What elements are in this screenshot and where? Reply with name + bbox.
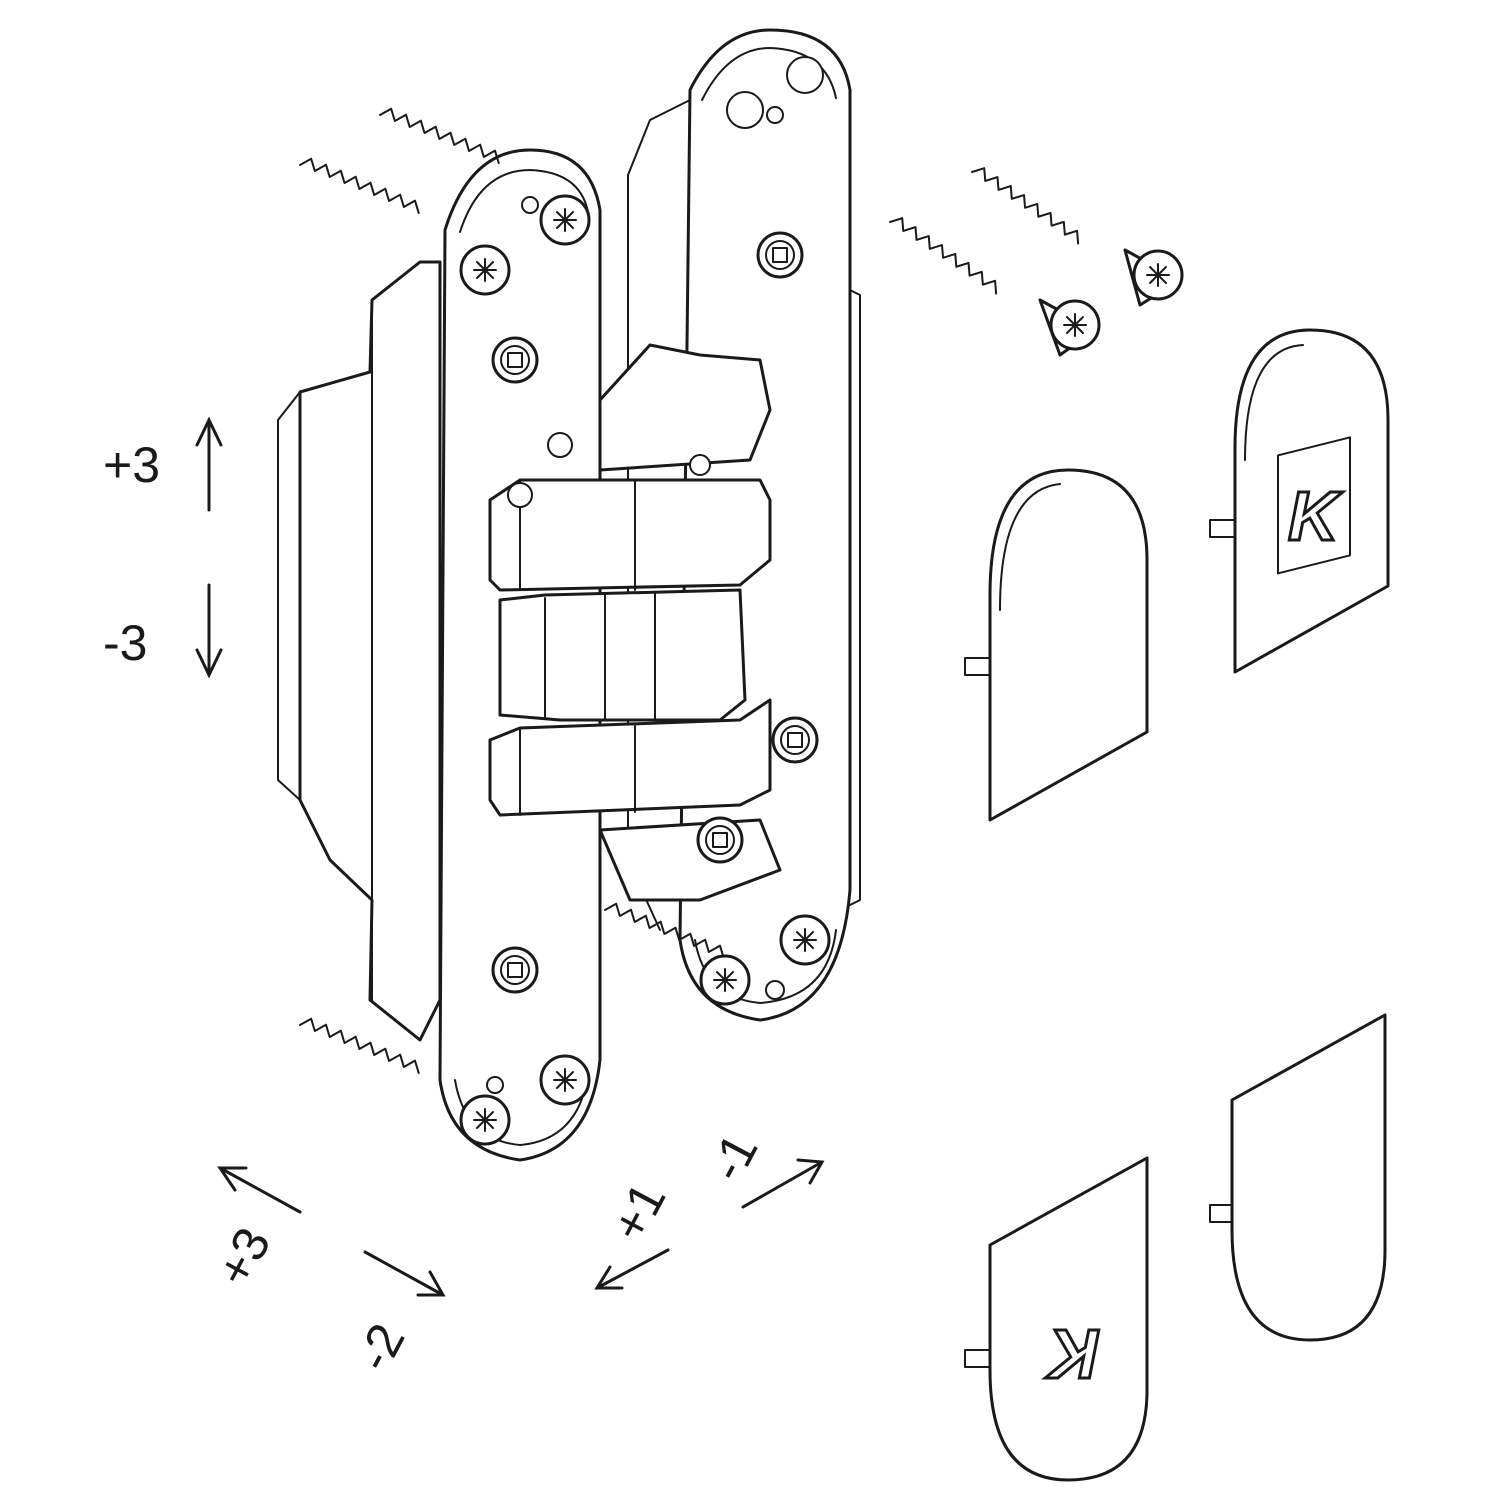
vertical-plus-label: +3 xyxy=(103,437,160,493)
cover-cap-top-plain xyxy=(964,468,1149,822)
arrow-diagonal-icon xyxy=(217,1166,302,1214)
cover-cap-top-logo: K xyxy=(1209,328,1390,674)
depth-plus-label: +3 xyxy=(205,1219,281,1296)
hex-adjust-bolt-icon xyxy=(491,336,539,384)
arrow-down-icon xyxy=(195,583,223,679)
arrow-diagonal-icon xyxy=(363,1250,446,1297)
hinge-upper-arm xyxy=(488,478,772,592)
hex-adjust-bolt-icon xyxy=(491,946,539,994)
hinge-left-housing xyxy=(298,260,442,1042)
hex-adjust-bolt-icon xyxy=(756,231,804,279)
hex-adjust-bolt-icon xyxy=(771,716,819,764)
cover-cap-bottom-logo: K xyxy=(964,1156,1149,1482)
hinge-lower-arm xyxy=(488,698,772,817)
concealed-hinge xyxy=(277,28,861,1162)
k-logo-icon: K xyxy=(1045,1315,1100,1393)
side-adjust-plus: +1 xyxy=(594,1174,676,1290)
hex-adjust-bolt-icon xyxy=(696,816,744,864)
vertical-adjust-up: +3 xyxy=(103,416,223,512)
depth-adjust-minus: -2 xyxy=(345,1250,446,1381)
loose-screw xyxy=(889,212,1101,357)
side-adjust-minus: -1 xyxy=(698,1125,825,1209)
side-minus-label: -1 xyxy=(698,1125,768,1191)
arrow-up-icon xyxy=(195,416,223,512)
cover-cap-bottom-plain xyxy=(1209,1013,1387,1342)
depth-minus-label: -2 xyxy=(345,1315,415,1381)
arrow-diagonal-icon xyxy=(594,1248,670,1290)
svg-text:K: K xyxy=(1288,477,1343,555)
hinge-middle-arm xyxy=(498,588,747,722)
vertical-minus-label: -3 xyxy=(103,615,147,671)
k-logo-icon xyxy=(1277,436,1351,575)
depth-adjust-plus: +3 xyxy=(205,1166,302,1296)
arrow-diagonal-icon xyxy=(741,1158,825,1209)
loose-screw xyxy=(971,162,1184,307)
vertical-adjust-down: -3 xyxy=(103,583,223,679)
side-plus-label: +1 xyxy=(600,1174,676,1251)
